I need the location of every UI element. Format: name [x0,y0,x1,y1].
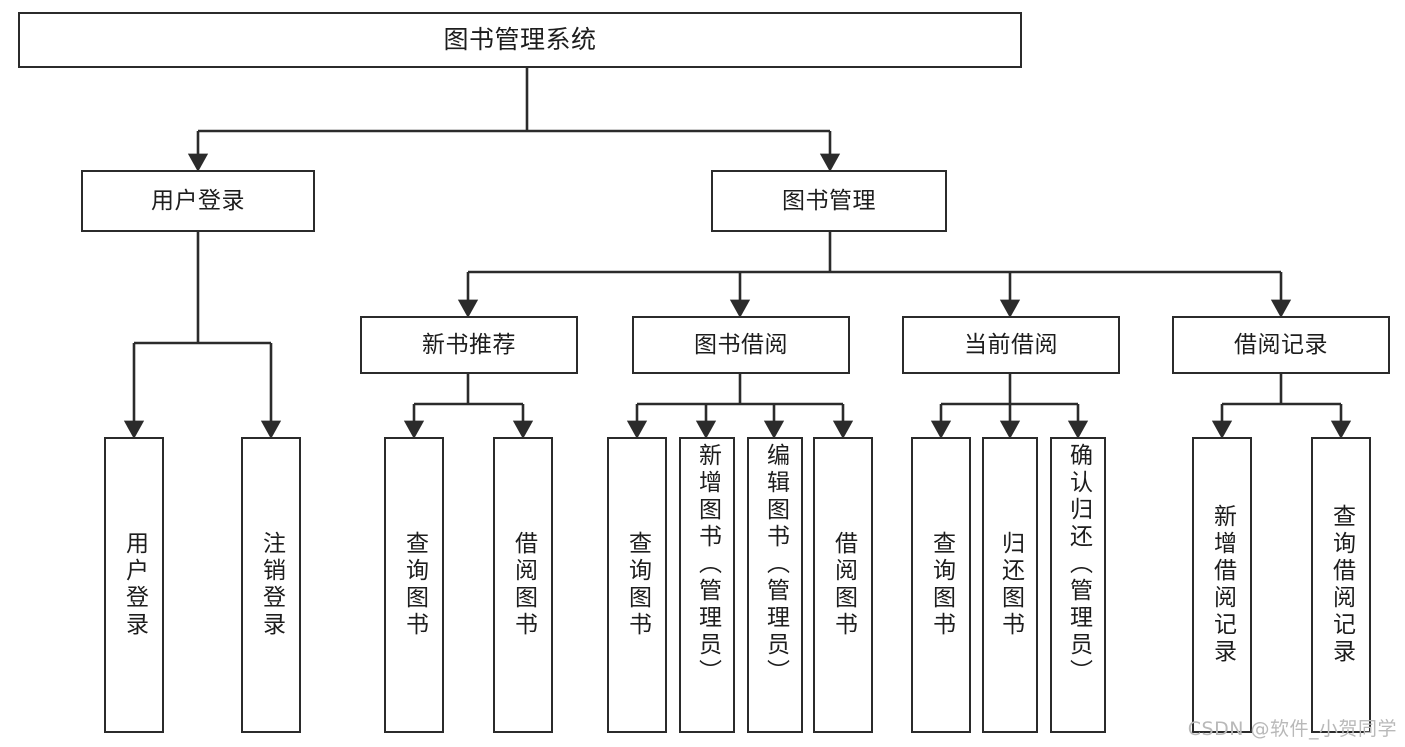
leaf-current-borrow-return[interactable]: 归还图书 [982,437,1038,733]
leaf-book-borrow-edit[interactable]: 编辑图书（管理员） [747,437,803,733]
node-label: 借阅图书 [830,531,857,639]
leaf-new-book-query[interactable]: 查询图书 [384,437,444,733]
leaf-book-borrow-query[interactable]: 查询图书 [607,437,667,733]
node-label: 查询图书 [401,531,428,639]
node-label: 借阅记录 [1234,331,1328,358]
node-book-borrow[interactable]: 图书借阅 [632,316,850,374]
node-label: 用户登录 [121,531,148,639]
node-label: 用户登录 [151,187,245,214]
leaf-book-borrow-add[interactable]: 新增图书（管理员） [679,437,735,733]
node-label: 注销登录 [258,531,285,639]
watermark-text: CSDN @软件_小贺同学 [1187,718,1397,740]
node-root-system[interactable]: 图书管理系统 [18,12,1022,68]
leaf-book-borrow-borrow[interactable]: 借阅图书 [813,437,873,733]
node-new-book-recommend[interactable]: 新书推荐 [360,316,578,374]
leaf-current-borrow-query[interactable]: 查询图书 [911,437,971,733]
node-book-management[interactable]: 图书管理 [711,170,947,232]
node-label: 查询借阅记录 [1328,504,1355,666]
node-label: 查询图书 [928,531,955,639]
node-label: 借阅图书 [510,531,537,639]
node-label: 查询图书 [624,531,651,639]
leaf-borrow-record-add[interactable]: 新增借阅记录 [1192,437,1252,733]
node-label: 确认归还（管理员） [1065,443,1092,686]
node-label: 当前借阅 [964,331,1058,358]
node-borrow-record[interactable]: 借阅记录 [1172,316,1390,374]
node-label: 图书管理 [782,187,876,214]
node-current-borrow[interactable]: 当前借阅 [902,316,1120,374]
node-label: 新书推荐 [422,331,516,358]
leaf-new-book-borrow[interactable]: 借阅图书 [493,437,553,733]
node-label: 新增借阅记录 [1209,504,1236,666]
leaf-user-login-login[interactable]: 用户登录 [104,437,164,733]
node-label: 图书管理系统 [443,24,597,54]
leaf-current-borrow-confirm[interactable]: 确认归还（管理员） [1050,437,1106,733]
node-label: 新增图书（管理员） [694,443,721,686]
node-label: 归还图书 [997,531,1024,639]
leaf-user-login-logout[interactable]: 注销登录 [241,437,301,733]
leaf-borrow-record-query[interactable]: 查询借阅记录 [1311,437,1371,733]
node-label: 图书借阅 [694,331,788,358]
node-label: 编辑图书（管理员） [762,443,789,686]
node-user-login[interactable]: 用户登录 [81,170,315,232]
